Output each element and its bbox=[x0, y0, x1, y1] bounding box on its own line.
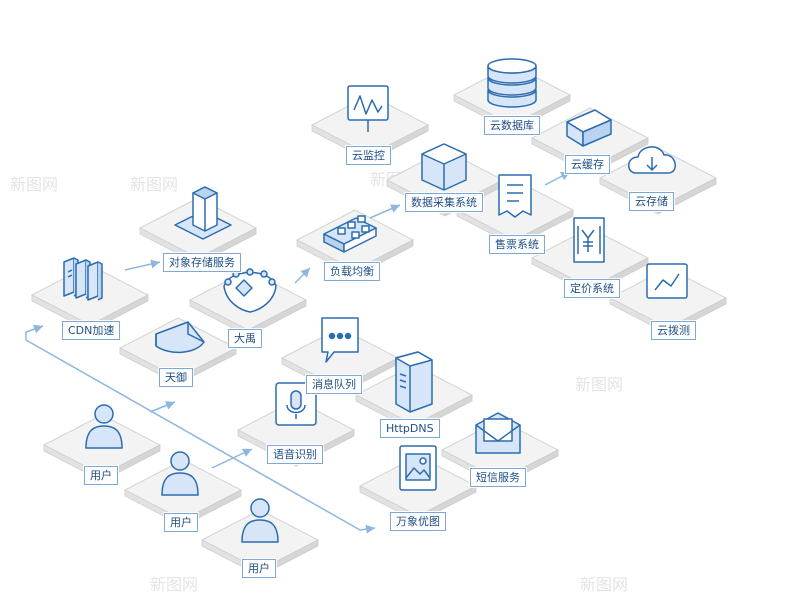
cloud-download-icon bbox=[629, 147, 676, 173]
label-sms: 短信服务 bbox=[470, 468, 526, 487]
ticket-icon bbox=[499, 175, 531, 217]
yuan-icon bbox=[574, 218, 604, 262]
arrow-cdn-uplink bbox=[26, 326, 43, 340]
label-oss: 对象存储服务 bbox=[163, 253, 241, 272]
label-tianyu: 天御 bbox=[159, 368, 193, 387]
books-icon bbox=[64, 258, 102, 300]
database-icon bbox=[488, 59, 536, 107]
label-dial: 云拨测 bbox=[651, 321, 696, 340]
label-image: 万象优图 bbox=[390, 512, 446, 531]
label-pricing: 定价系统 bbox=[564, 279, 620, 298]
label-httpdns: HttpDNS bbox=[380, 419, 440, 438]
label-speech: 语音识别 bbox=[267, 445, 323, 464]
server-icon bbox=[396, 352, 432, 412]
arrow-cdn-to-oss bbox=[125, 262, 160, 270]
watermark-text: 新图网 bbox=[580, 575, 628, 594]
chart-screen-icon bbox=[647, 264, 687, 298]
label-lb: 负载均衡 bbox=[324, 262, 380, 281]
label-collect: 数据采集系统 bbox=[405, 193, 483, 212]
label-clouddb: 云数据库 bbox=[484, 116, 540, 135]
watermark-text: 新图网 bbox=[575, 375, 623, 394]
arrow-lb-to-collect bbox=[370, 205, 400, 218]
label-ticket: 售票系统 bbox=[489, 235, 545, 254]
star-box-icon bbox=[422, 144, 466, 190]
arrow-user1-to-tianyu bbox=[150, 402, 175, 412]
label-dawei: 大禹 bbox=[228, 329, 262, 348]
label-mq: 消息队列 bbox=[306, 375, 362, 394]
watermark-text: 新图网 bbox=[10, 175, 58, 194]
picture-icon bbox=[400, 446, 436, 490]
watermark-text: 新图网 bbox=[150, 575, 198, 594]
label-monitor: 云监控 bbox=[346, 146, 391, 165]
envelope-icon bbox=[476, 413, 520, 453]
label-cache: 云缓存 bbox=[565, 155, 610, 174]
label-cdn: CDN加速 bbox=[62, 321, 120, 340]
label-storage: 云存储 bbox=[629, 192, 674, 211]
arrow-lb-inflow bbox=[295, 268, 310, 283]
label-user2: 用户 bbox=[164, 513, 198, 532]
label-user1: 用户 bbox=[84, 466, 118, 485]
watermark-text: 新图网 bbox=[130, 175, 178, 194]
label-user3: 用户 bbox=[242, 559, 276, 578]
